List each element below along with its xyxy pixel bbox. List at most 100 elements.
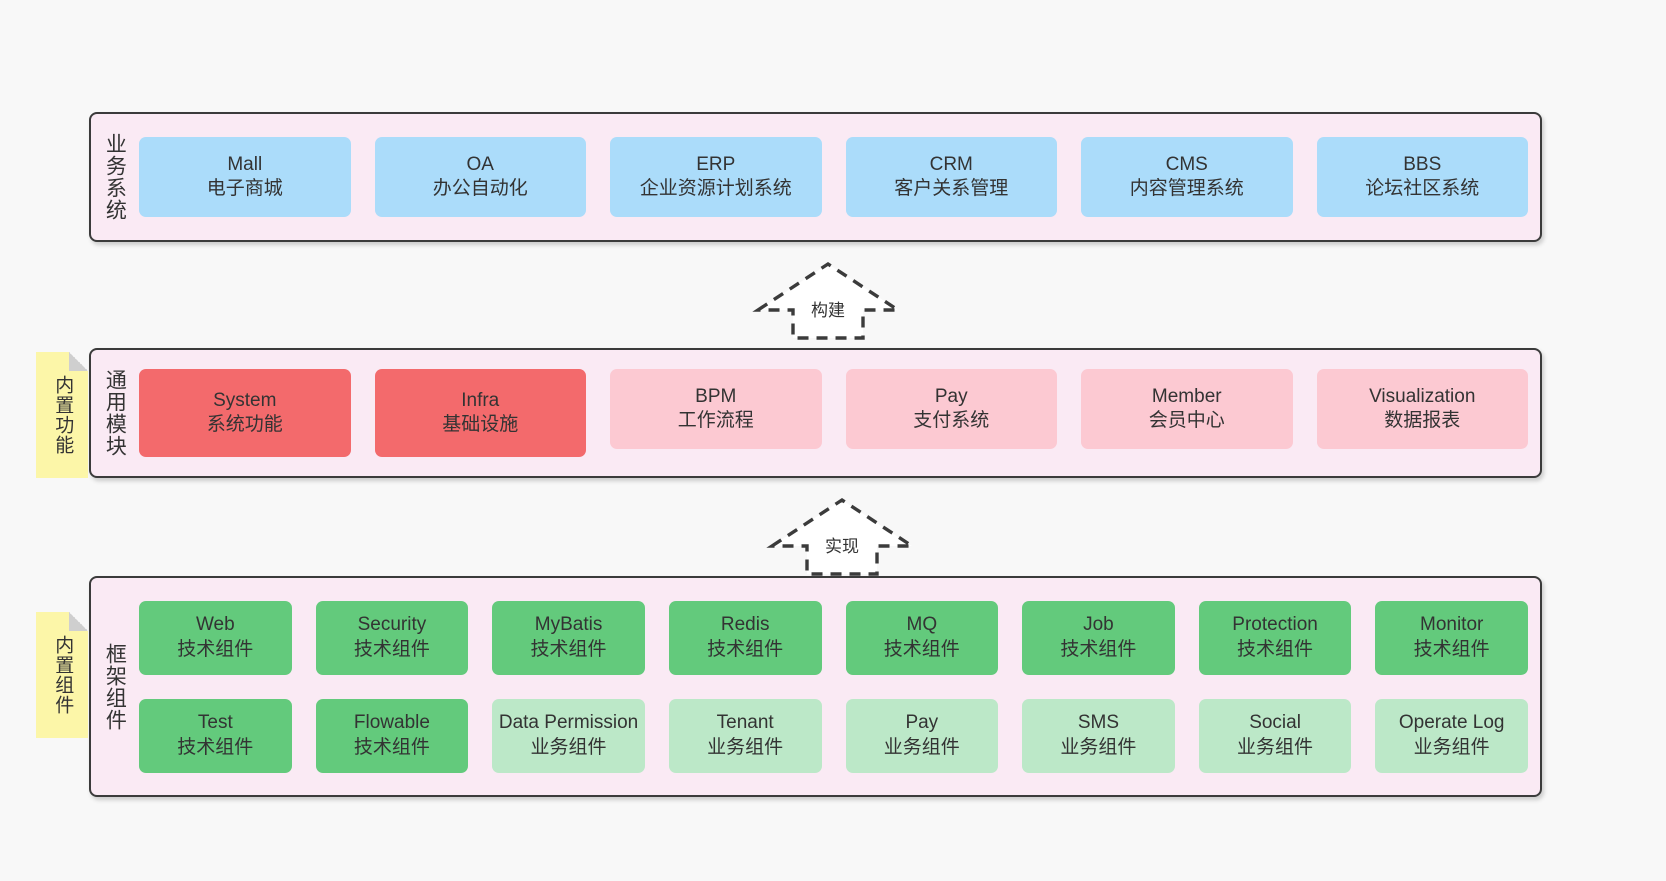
card-title-cn: 技术组件 (707, 638, 784, 660)
note-builtin-features[interactable]: 内置功能 (36, 352, 88, 478)
card-title-cn: 技术组件 (177, 638, 254, 660)
card-job[interactable]: Job 技术组件 (1022, 600, 1175, 675)
card-title-cn: 数据报表 (1384, 410, 1461, 431)
layer-framework-components[interactable]: 框架组件 Web 技术组件 Security 技术组件 MyBatis 技术组件… (89, 576, 1542, 797)
card-title-en: Security (357, 614, 427, 636)
card-test[interactable]: Test 技术组件 (139, 698, 292, 773)
card-mall[interactable]: Mall 电子商城 (139, 137, 351, 217)
card-title-cn: 客户关系管理 (894, 178, 1009, 199)
card-data-permission[interactable]: Data Permission 业务组件 (492, 698, 645, 773)
card-system[interactable]: System 系统功能 (139, 369, 351, 457)
card-title-en: ERP (696, 153, 736, 175)
card-title-cn: 技术组件 (1060, 638, 1137, 660)
card-title-cn: 电子商城 (206, 178, 283, 199)
card-title-en: Web (195, 614, 235, 636)
card-title-en: Monitor (1420, 614, 1484, 636)
layer-title-common-modules: 通用模块 (103, 369, 127, 457)
card-row: Web 技术组件 Security 技术组件 MyBatis 技术组件 Redi… (139, 600, 1528, 675)
card-title-en: Member (1151, 385, 1222, 407)
card-title-cn: 业务组件 (707, 736, 784, 758)
card-title-en: MyBatis (534, 614, 603, 636)
card-title-en: System (213, 389, 277, 411)
card-bpm[interactable]: BPM 工作流程 (610, 369, 822, 449)
card-title-cn: 会员中心 (1148, 410, 1225, 431)
card-title-en: CRM (929, 153, 973, 175)
card-web[interactable]: Web 技术组件 (139, 600, 292, 675)
card-title-en: Operate Log (1398, 712, 1505, 734)
card-title-en: MQ (906, 614, 938, 636)
card-title-en: Redis (720, 614, 770, 636)
card-row: Test 技术组件 Flowable 技术组件 Data Permission … (139, 698, 1528, 773)
card-title-cn: 业务组件 (1413, 736, 1490, 758)
card-title-en: Social (1249, 712, 1301, 734)
layer-title-business-system: 业务系统 (103, 133, 127, 221)
card-oa[interactable]: OA 办公自动化 (374, 137, 586, 217)
layer-common-modules[interactable]: 通用模块 System 系统功能 Infra 基础设施 BPM 工作流程 Pay… (89, 348, 1542, 478)
card-title-cn: 办公自动化 (432, 178, 528, 199)
card-monitor[interactable]: Monitor 技术组件 (1375, 600, 1528, 675)
card-title-en: OA (466, 153, 494, 175)
card-social[interactable]: Social 业务组件 (1198, 698, 1352, 773)
arrow-implement-shape (766, 497, 918, 576)
card-title-cn: 内容管理系统 (1129, 178, 1244, 199)
card-erp[interactable]: ERP 企业资源计划系统 (610, 137, 822, 217)
card-pay-component[interactable]: Pay 业务组件 (845, 698, 999, 773)
card-sms[interactable]: SMS 业务组件 (1022, 698, 1175, 773)
card-member[interactable]: Member 会员中心 (1081, 369, 1293, 449)
layer-title-framework-components: 框架组件 (103, 642, 127, 731)
card-title-en: Data Permission (498, 712, 639, 734)
card-protection[interactable]: Protection 技术组件 (1198, 600, 1352, 675)
card-title-cn: 基础设施 (442, 414, 519, 435)
arrow-build: 构建 (752, 258, 904, 342)
card-title-cn: 业务组件 (883, 736, 960, 758)
card-title-cn: 支付系统 (913, 410, 990, 431)
card-title-cn: 技术组件 (353, 736, 430, 758)
card-title-en: BPM (695, 385, 737, 407)
card-bbs[interactable]: BBS 论坛社区系统 (1316, 137, 1528, 217)
card-title-cn: 系统功能 (206, 414, 283, 435)
card-operate-log[interactable]: Operate Log 业务组件 (1375, 698, 1528, 773)
note-builtin-components[interactable]: 内置组件 (36, 612, 88, 738)
card-title-cn: 技术组件 (353, 638, 430, 660)
card-title-cn: 业务组件 (1060, 736, 1137, 758)
card-title-en: Infra (461, 389, 500, 411)
card-title-cn: 技术组件 (883, 638, 960, 660)
layer-body-business-system: Mall 电子商城 OA 办公自动化 ERP 企业资源计划系统 CRM 客户关系… (137, 114, 1540, 240)
card-title-en: BBS (1403, 153, 1442, 175)
card-title-en: Visualization (1369, 385, 1476, 407)
layer-body-common-modules: System 系统功能 Infra 基础设施 BPM 工作流程 Pay 支付系统… (137, 350, 1540, 476)
card-title-en: Tenant (716, 712, 774, 734)
card-infra[interactable]: Infra 基础设施 (374, 369, 586, 457)
card-security[interactable]: Security 技术组件 (315, 600, 469, 675)
card-mybatis[interactable]: MyBatis 技术组件 (492, 600, 645, 675)
card-title-en: Pay (934, 385, 968, 407)
arrow-implement: 实现 (766, 494, 918, 578)
card-pay[interactable]: Pay 支付系统 (845, 369, 1057, 449)
card-title-cn: 技术组件 (1237, 638, 1314, 660)
card-title-cn: 企业资源计划系统 (639, 178, 792, 199)
card-redis[interactable]: Redis 技术组件 (668, 600, 822, 675)
card-title-cn: 技术组件 (530, 638, 607, 660)
layer-body-framework-components: Web 技术组件 Security 技术组件 MyBatis 技术组件 Redi… (137, 578, 1540, 795)
card-visualization[interactable]: Visualization 数据报表 (1316, 369, 1528, 449)
card-title-en: Job (1083, 614, 1114, 636)
layer-business-system[interactable]: 业务系统 Mall 电子商城 OA 办公自动化 ERP 企业资源计划系统 CRM… (89, 112, 1542, 242)
card-flowable[interactable]: Flowable 技术组件 (315, 698, 469, 773)
card-title-en: Mall (227, 153, 263, 175)
card-title-cn: 论坛社区系统 (1365, 178, 1480, 199)
card-cms[interactable]: CMS 内容管理系统 (1081, 137, 1293, 217)
card-row: System 系统功能 Infra 基础设施 BPM 工作流程 Pay 支付系统… (139, 369, 1528, 457)
card-row: Mall 电子商城 OA 办公自动化 ERP 企业资源计划系统 CRM 客户关系… (139, 137, 1528, 217)
card-tenant[interactable]: Tenant 业务组件 (668, 698, 822, 773)
arrow-build-shape (752, 261, 904, 340)
card-title-en: Protection (1232, 614, 1318, 636)
card-title-en: Flowable (353, 712, 430, 734)
card-crm[interactable]: CRM 客户关系管理 (845, 137, 1057, 217)
card-title-cn: 业务组件 (1237, 736, 1314, 758)
card-title-cn: 技术组件 (177, 736, 254, 758)
card-title-en: Pay (905, 712, 939, 734)
card-title-en: SMS (1077, 712, 1120, 734)
card-title-en: Test (197, 712, 233, 734)
card-mq[interactable]: MQ 技术组件 (845, 600, 999, 675)
